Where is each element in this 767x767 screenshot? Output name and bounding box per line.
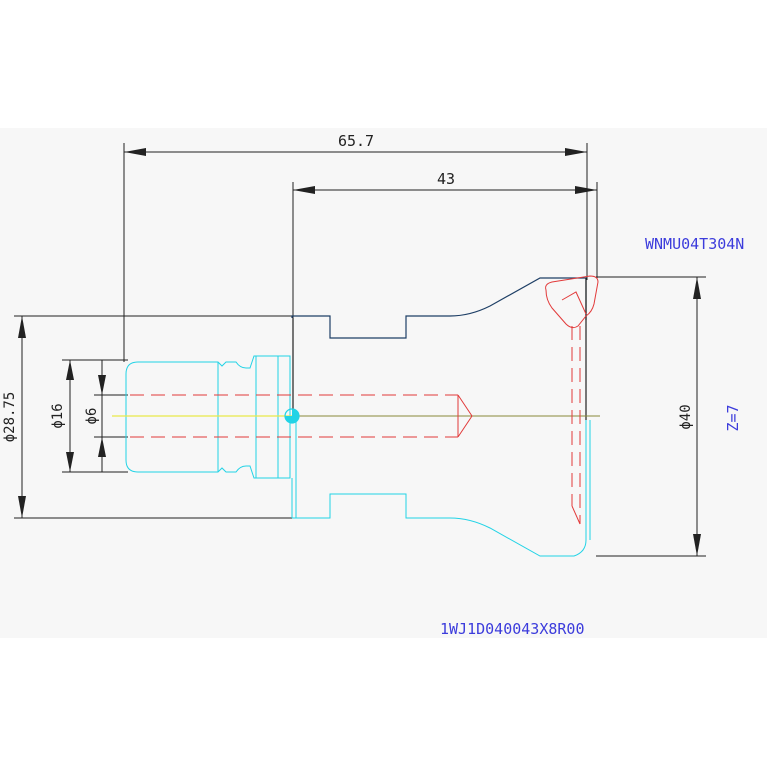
dimension-overall-length: 65.7 [123, 132, 588, 362]
body-face-edges [292, 278, 591, 540]
hidden-insert-pocket [571, 326, 581, 525]
dimension-dia-6: ϕ6 [84, 360, 128, 472]
drawing-band [0, 128, 767, 638]
hidden-coolant-bore [130, 394, 473, 438]
part-number-label: 1WJ1D040043X8R00 [440, 620, 585, 638]
insert-outline [545, 275, 599, 329]
dia-40-label: ϕ40 [678, 404, 694, 429]
dia-28-75-label: ϕ28.75 [2, 392, 18, 443]
body-length-label: 43 [437, 170, 455, 188]
dia-16-label: ϕ16 [50, 403, 66, 428]
overall-length-label: 65.7 [338, 132, 374, 150]
origin-marker [284, 408, 300, 424]
dimension-dia-28-75: ϕ28.75 [2, 315, 328, 519]
dimension-dia-40: ϕ40 [596, 276, 706, 557]
body-upper-outline [291, 277, 587, 339]
insert-code-label: WNMU04T304N [645, 235, 744, 253]
teeth-count-label: Z=7 [724, 404, 742, 431]
dia-6-label: ϕ6 [84, 408, 100, 425]
body-lower-outline [291, 400, 587, 557]
dimension-dia-16: ϕ16 [50, 359, 128, 473]
dimension-body-length: 43 [292, 170, 598, 318]
